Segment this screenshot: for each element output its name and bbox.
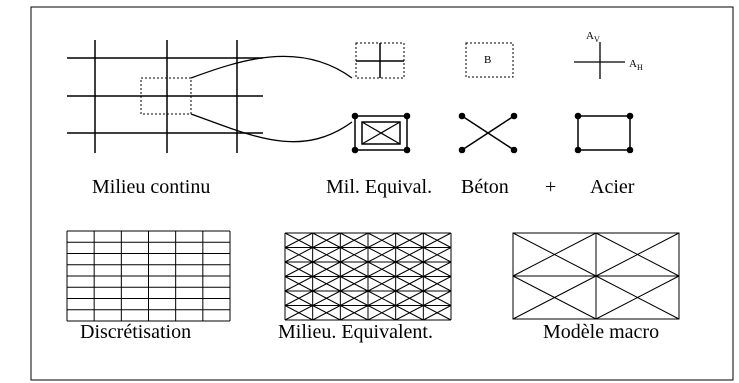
rve-crossed-cell: [355, 42, 405, 79]
equivalent-truss-nodes: [351, 112, 411, 154]
ah-label: AH: [629, 58, 643, 72]
equivalent-medium-mesh: [284, 232, 452, 321]
figure-frame: [30, 6, 734, 381]
macro-model-mesh: [512, 232, 680, 320]
equivalent-truss-element: [354, 115, 408, 151]
acier-frame-element: [577, 115, 631, 151]
label-acier: Acier: [590, 176, 635, 198]
beton-truss-nodes: [458, 112, 518, 154]
beton-cell-box: B: [465, 42, 514, 78]
discretisation-mesh: [66, 230, 231, 322]
steel-axes-cross: AV AH: [574, 30, 643, 79]
selected-element-box: [140, 77, 192, 115]
beton-x-truss: [461, 115, 515, 151]
label-milieu-continu: Milieu continu: [92, 176, 210, 198]
label-milieu-equivalent: Milieu. Equivalent.: [278, 321, 433, 343]
av-label: AV: [586, 30, 600, 44]
acier-frame-nodes: [574, 112, 634, 154]
label-discretisation: Discrétisation: [80, 321, 191, 343]
label-plus: +: [545, 176, 556, 198]
beton-cell-letter: B: [484, 54, 491, 66]
label-modele-macro: Modèle macro: [543, 321, 659, 343]
label-beton: Béton: [461, 176, 509, 198]
zoom-connector-curves: [190, 55, 353, 143]
label-mil-equival: Mil. Equival.: [326, 176, 432, 198]
continuum-grid: [67, 40, 263, 153]
